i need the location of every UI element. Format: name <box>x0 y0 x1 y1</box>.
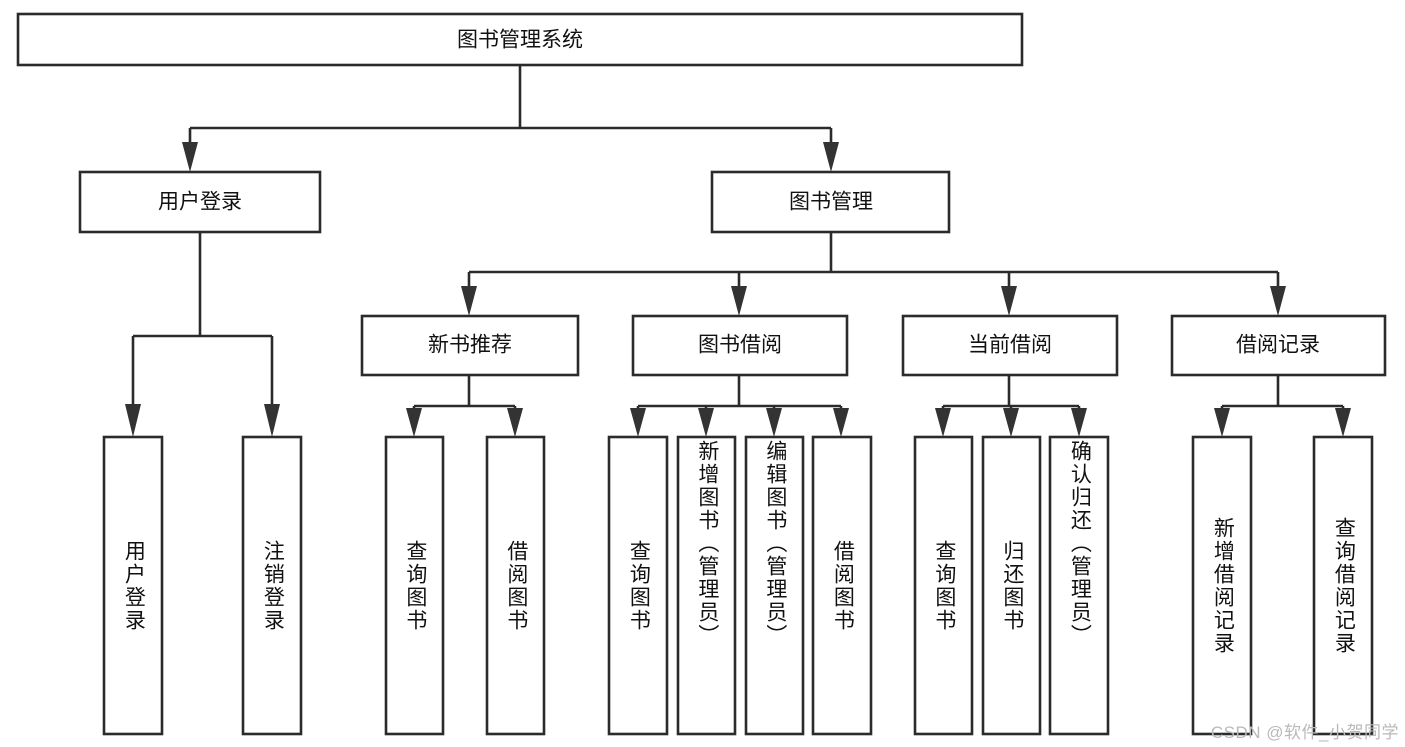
leaf-box-user-login-2[interactable] <box>241 435 303 736</box>
arrow-head-borrow-record <box>1270 286 1286 316</box>
node-current-borrow[interactable]: 当前借阅 <box>901 314 1119 377</box>
node-book-borrow-box[interactable] <box>631 314 849 377</box>
node-borrow-record-box[interactable] <box>1170 314 1387 377</box>
node-current-borrow-label: 当前借阅 <box>968 334 1052 357</box>
node-user-login-box[interactable] <box>78 170 322 234</box>
arrow-head-borrow-record-leaf-2 <box>1335 408 1351 437</box>
arrow-head-user-login-leaf-1 <box>125 404 141 437</box>
arrow-head-new-book-leaf-1 <box>406 408 422 437</box>
node-new-book-recommend-box[interactable] <box>360 314 580 377</box>
arrow-head-user-login-leaf-2 <box>264 404 280 437</box>
arrow-head-book-borrow-leaf-2 <box>698 408 714 437</box>
node-root[interactable]: 图书管理系统 <box>16 12 1024 67</box>
node-layer: 图书管理系统 用户登录 图书管理 新书推荐 图书借阅 当前 <box>16 12 1387 736</box>
arrow-head-current-borrow <box>1001 286 1017 316</box>
node-root-label: 图书管理系统 <box>457 29 583 52</box>
node-book-management-box[interactable] <box>710 170 951 234</box>
connector-layer <box>125 65 1351 437</box>
leaf-box-book-borrow-4[interactable] <box>811 435 873 736</box>
arrow-head-current-borrow-leaf-2 <box>1003 408 1019 437</box>
leaf-box-book-borrow-3[interactable] <box>744 435 805 736</box>
node-book-management[interactable]: 图书管理 <box>710 170 951 234</box>
arrow-head-book-borrow-leaf-4 <box>833 408 849 437</box>
arrow-head-user-login <box>182 142 198 172</box>
arrow-head-current-borrow-leaf-1 <box>935 408 951 437</box>
leaf-box-borrow-record-2[interactable] <box>1312 435 1374 736</box>
node-new-book-recommend-label: 新书推荐 <box>428 334 512 357</box>
arrow-head-book-borrow-leaf-1 <box>630 408 646 437</box>
arrow-head-book-borrow <box>731 286 747 316</box>
node-borrow-record-label: 借阅记录 <box>1236 334 1320 357</box>
node-book-borrow-label: 图书借阅 <box>698 334 782 357</box>
arrow-head-book-borrow-leaf-3 <box>766 408 782 437</box>
arrow-head-current-borrow-leaf-3 <box>1071 408 1087 437</box>
leaf-box-current-borrow-1[interactable] <box>913 435 974 736</box>
node-borrow-record[interactable]: 借阅记录 <box>1170 314 1387 377</box>
arrow-head-borrow-record-leaf-1 <box>1214 408 1230 437</box>
leaf-box-borrow-record-1[interactable] <box>1191 435 1253 736</box>
arrow-head-new-book <box>461 286 477 316</box>
leaf-box-book-borrow-2[interactable] <box>676 435 737 736</box>
node-book-borrow[interactable]: 图书借阅 <box>631 314 849 377</box>
leaf-box-new-book-1[interactable] <box>384 435 445 736</box>
leaf-box-current-borrow-3[interactable] <box>1048 435 1110 736</box>
arrow-head-book-mgmt <box>823 142 839 172</box>
leaf-box-book-borrow-1[interactable] <box>607 435 669 736</box>
node-root-box[interactable] <box>16 12 1024 67</box>
node-user-login[interactable]: 用户登录 <box>78 170 322 234</box>
node-new-book-recommend[interactable]: 新书推荐 <box>360 314 580 377</box>
leaf-box-user-login-1[interactable] <box>102 435 164 736</box>
leaf-box-new-book-2[interactable] <box>485 435 546 736</box>
leaf-box-current-borrow-2[interactable] <box>981 435 1042 736</box>
csdn-watermark: CSDN @软件_小贺同学 <box>1210 723 1399 742</box>
arrow-head-new-book-leaf-2 <box>507 408 523 437</box>
node-user-login-label: 用户登录 <box>158 191 242 214</box>
node-book-management-label: 图书管理 <box>789 191 873 214</box>
node-current-borrow-box[interactable] <box>901 314 1119 377</box>
